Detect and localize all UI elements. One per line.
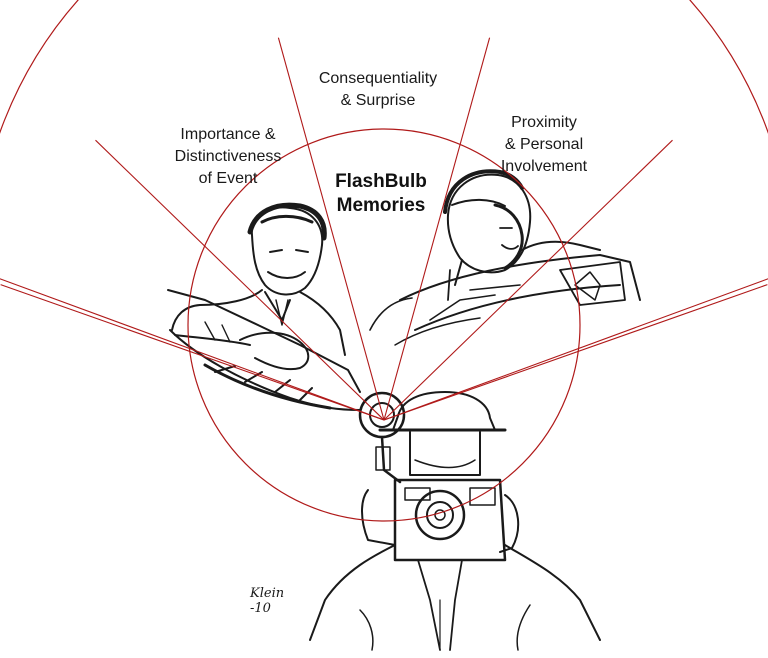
radial-spoke	[0, 284, 385, 421]
radial-spoke	[383, 278, 768, 421]
radial-spoke	[277, 37, 385, 421]
radial-spoke	[0, 278, 385, 421]
radial-spoke	[383, 37, 491, 421]
inner-circle	[187, 128, 581, 522]
radial-spoke	[383, 284, 768, 421]
man-in-suit	[171, 202, 346, 371]
convertible-car	[167, 254, 641, 411]
radial-spoke	[95, 139, 385, 421]
segment-label-proximity: Proximity & Personal Involvement	[500, 114, 588, 175]
segment-label-importance: Importance & Distinctiveness of Event	[174, 126, 282, 187]
radial-spoke	[383, 139, 673, 421]
photographer-with-flash-camera	[309, 391, 601, 651]
segment-label-consequentiality: Consequentiality & Surprise	[318, 70, 438, 109]
woman-in-headscarf	[443, 169, 601, 301]
artist-signature: Klein -10	[250, 586, 285, 616]
outer-arc	[0, 0, 768, 135]
center-title: FlashBulb Memories	[335, 171, 427, 216]
